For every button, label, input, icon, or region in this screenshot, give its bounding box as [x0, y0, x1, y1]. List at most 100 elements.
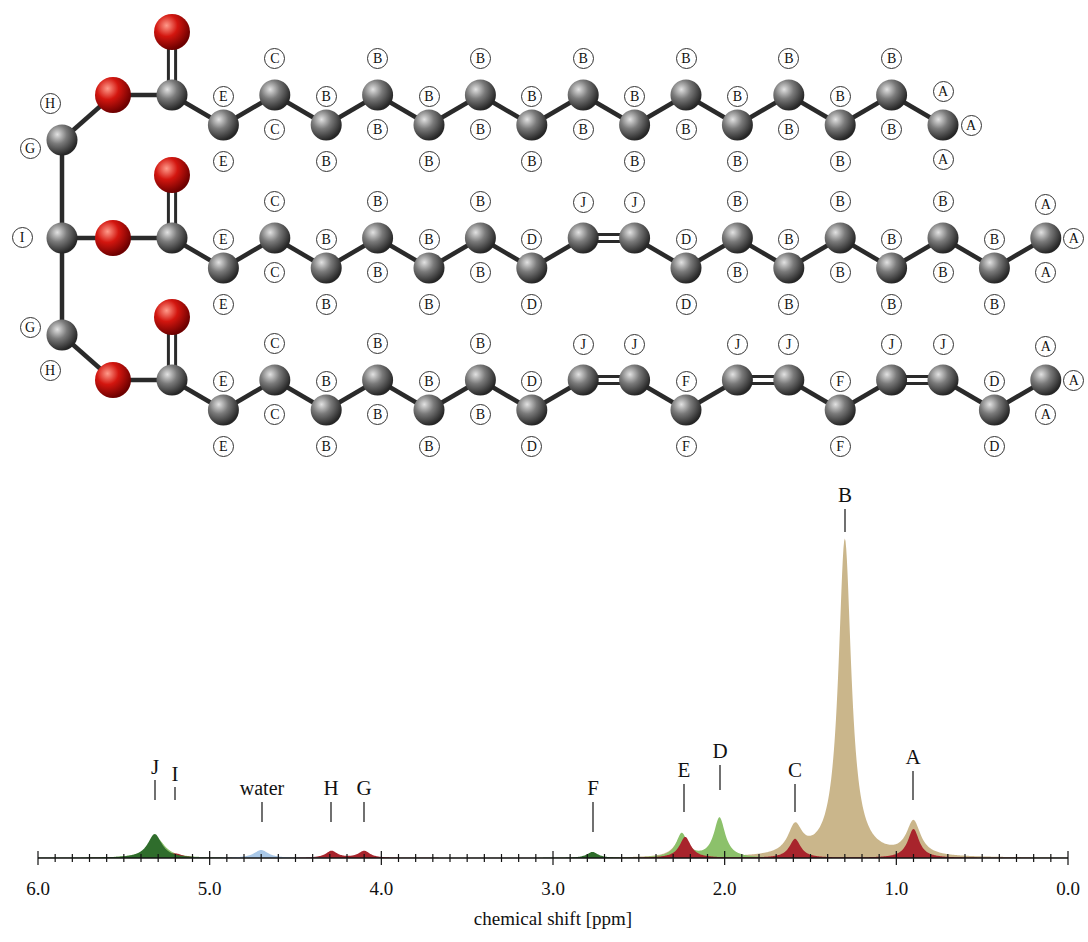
- label-circle-outline: [882, 334, 902, 354]
- carbon-atom: [876, 253, 907, 284]
- label-circle-outline: [727, 334, 747, 354]
- label-circle-outline: [830, 436, 850, 456]
- carbon-atom: [516, 395, 547, 426]
- hydrogen-letter: B: [778, 294, 799, 315]
- hydrogen-letter: B: [778, 48, 799, 69]
- leader-line: [592, 802, 593, 832]
- minor-tick: [89, 854, 90, 862]
- hydrogen-label: A: [933, 149, 954, 170]
- hydrogen-letter: B: [316, 86, 337, 107]
- hydrogen-label: C: [264, 333, 285, 354]
- hydrogen-label: D: [521, 371, 542, 392]
- label-circle-outline: [368, 119, 388, 139]
- hydrogen-label: B: [367, 119, 388, 140]
- label-circle-outline: [984, 229, 1004, 249]
- minor-tick: [346, 854, 347, 862]
- hydrogen-label: B: [830, 151, 851, 172]
- hydrogen-label: B: [419, 151, 440, 172]
- leader-line: [719, 765, 720, 790]
- minor-tick: [861, 854, 862, 862]
- hydrogen-letter: J: [727, 334, 748, 355]
- major-tick: [552, 851, 553, 865]
- label-circle-outline: [316, 371, 336, 391]
- hydrogen-label: B: [316, 151, 337, 172]
- hydrogen-label: B: [727, 191, 748, 212]
- carbon-atom: [1030, 223, 1061, 254]
- hydrogen-letter: B: [778, 119, 799, 140]
- hydrogen-letter: E: [213, 294, 234, 315]
- leader-line: [154, 780, 155, 800]
- hydrogen-letter: D: [521, 436, 542, 457]
- minor-tick: [913, 854, 914, 862]
- hydrogen-label: F: [676, 436, 697, 457]
- tick-label: 6.0: [26, 879, 50, 898]
- label-circle-outline: [984, 294, 1004, 314]
- hydrogen-label: A: [961, 115, 982, 136]
- label-circle-outline: [265, 191, 285, 211]
- hydrogen-label: G: [20, 138, 41, 159]
- hydrogen-label: A: [1035, 336, 1056, 357]
- hydrogen-label: E: [213, 151, 234, 172]
- peak-label: G: [356, 778, 371, 799]
- label-circle-outline: [933, 191, 953, 211]
- minor-tick: [295, 854, 296, 862]
- hydrogen-letter: C: [264, 119, 285, 140]
- minor-tick: [518, 854, 519, 862]
- hydrogen-label: B: [573, 119, 594, 140]
- hydrogen-letter: B: [470, 191, 491, 212]
- hydrogen-letter: B: [830, 191, 851, 212]
- hydrogen-letter: B: [470, 262, 491, 283]
- minor-tick: [55, 854, 56, 862]
- hydrogen-label: J: [573, 192, 594, 213]
- carbon-atom: [362, 365, 393, 396]
- label-circle-outline: [573, 119, 593, 139]
- carbon-atom: [671, 253, 702, 284]
- label-circle-outline: [830, 86, 850, 106]
- label-circle-outline: [830, 191, 850, 211]
- oxygen-atom: [95, 220, 131, 256]
- hydrogen-letter: C: [264, 404, 285, 425]
- minor-tick: [1016, 854, 1017, 862]
- label-circle-outline: [522, 151, 542, 171]
- hydrogen-label: B: [470, 404, 491, 425]
- hydrogen-label: C: [264, 191, 285, 212]
- hydrogen-label: B: [470, 262, 491, 283]
- hydrogen-label: B: [881, 294, 902, 315]
- hydrogen-label: D: [521, 436, 542, 457]
- label-circle-outline: [316, 229, 336, 249]
- hydrogen-label: B: [778, 294, 799, 315]
- hydrogen-letter: B: [316, 294, 337, 315]
- label-circle-outline: [213, 371, 233, 391]
- hydrogen-label: B: [316, 294, 337, 315]
- peak-label: B: [838, 485, 852, 506]
- label-circle-outline: [316, 86, 336, 106]
- hydrogen-letter: B: [727, 151, 748, 172]
- carbon-atom: [619, 223, 650, 254]
- label-circle-outline: [20, 138, 40, 158]
- hydrogen-label: B: [521, 151, 542, 172]
- hydrogen-label: B: [367, 333, 388, 354]
- hydrogen-letter: B: [984, 294, 1005, 315]
- major-tick: [896, 851, 897, 865]
- label-circle-outline: [676, 229, 696, 249]
- hydrogen-label: B: [419, 229, 440, 250]
- hydrogen-label: A: [1035, 404, 1056, 425]
- hydrogen-label: B: [676, 48, 697, 69]
- hydrogen-letter: E: [213, 86, 234, 107]
- tick-label: 5.0: [198, 879, 222, 898]
- label-circle-outline: [1036, 262, 1056, 282]
- hydrogen-label: B: [933, 262, 954, 283]
- minor-tick: [776, 854, 777, 862]
- label-circle-outline: [265, 48, 285, 68]
- label-circle-outline: [419, 151, 439, 171]
- hydrogen-letter: A: [1035, 194, 1056, 215]
- label-circle-outline: [830, 262, 850, 282]
- minor-tick: [449, 854, 450, 862]
- hydrogen-letter: B: [419, 436, 440, 457]
- hydrogen-letter: B: [470, 404, 491, 425]
- label-circle-outline: [933, 81, 953, 101]
- carbon-atom: [311, 110, 342, 141]
- label-circle-outline: [470, 333, 490, 353]
- hydrogen-letter: B: [367, 333, 388, 354]
- hydrogen-label: B: [881, 48, 902, 69]
